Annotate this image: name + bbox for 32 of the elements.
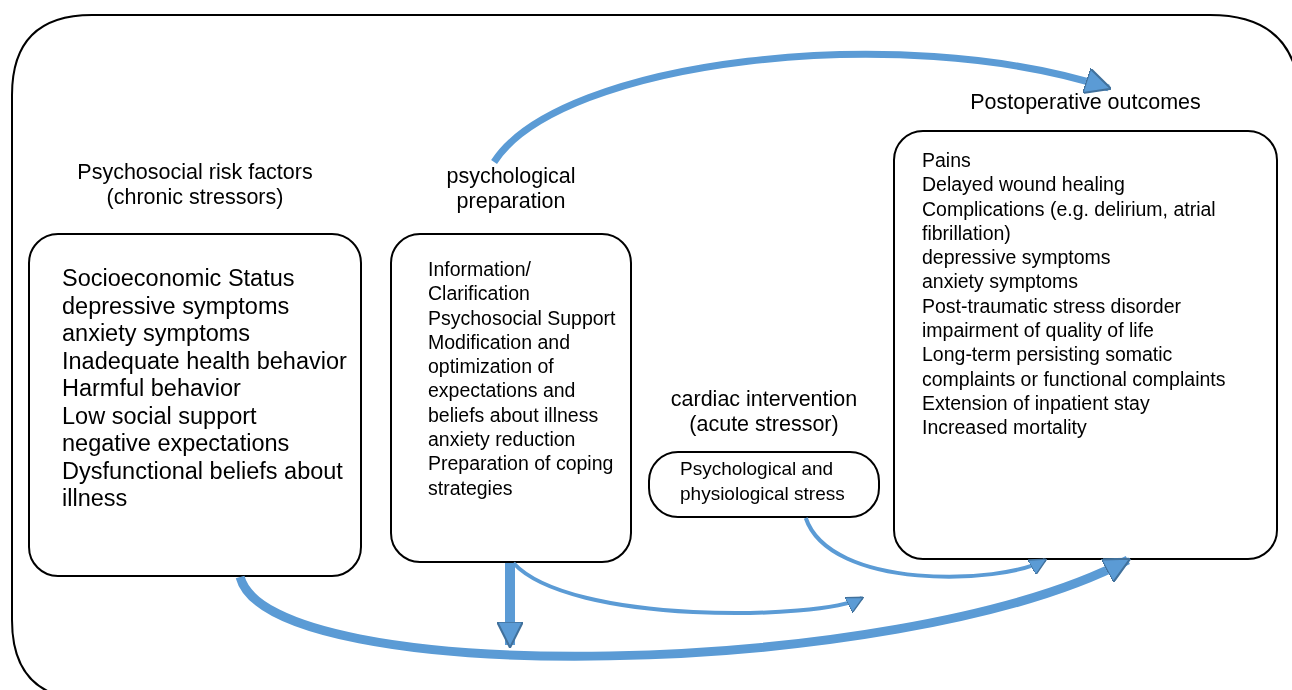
list-item: anxiety reduction	[428, 427, 577, 452]
curved-arrow	[491, 50, 1113, 165]
list-item: depressive symptoms	[922, 245, 1112, 270]
list-item: Preparation of coping strategies	[428, 451, 615, 500]
list-item: Dysfunctional beliefs about illness	[62, 457, 344, 513]
list-item: Low social support	[62, 402, 258, 430]
list-item: Information/ Clarification	[428, 257, 532, 306]
heading-text: cardiac intervention (acute stressor)	[669, 387, 859, 437]
heading-text: Postoperative outcomes	[969, 90, 1202, 115]
list-item: Socioeconomic Status	[62, 265, 296, 293]
list-item: Pains	[922, 148, 972, 173]
list-item: Increased mortality	[922, 415, 1088, 440]
list-item: Harmful behavior	[62, 375, 242, 403]
list-item: Long-term persisting somatic complaints or functional complaints	[922, 342, 1227, 391]
curved-arrow	[495, 563, 525, 649]
list-item: impairment of quality of life	[922, 318, 1155, 343]
list-item: Delayed wound healing	[922, 172, 1126, 197]
curved-arrow	[236, 555, 1132, 661]
list-item: Psychological and physiological stress	[680, 457, 846, 506]
list-item: anxiety symptoms	[922, 269, 1080, 294]
heading-text: psychological preparation	[445, 164, 577, 214]
list-item: Extension of inpatient stay	[922, 390, 1151, 416]
list-item: Inadequate health behavior	[62, 347, 348, 375]
list-item: negative expectations	[62, 430, 291, 458]
list-item: Complications (e.g. delirium, atrial fibrillation)	[922, 196, 1217, 246]
heading-text: Psychosocial risk factors (chronic stressors)	[76, 160, 314, 210]
list-item: anxiety symptoms	[62, 320, 252, 348]
curved-arrow	[512, 561, 865, 615]
list-item: Post-traumatic stress disorder	[922, 293, 1182, 319]
list-item: depressive symptoms	[62, 292, 291, 320]
curved-arrow	[804, 517, 1048, 579]
list-item: Psychosocial Support	[428, 305, 617, 330]
